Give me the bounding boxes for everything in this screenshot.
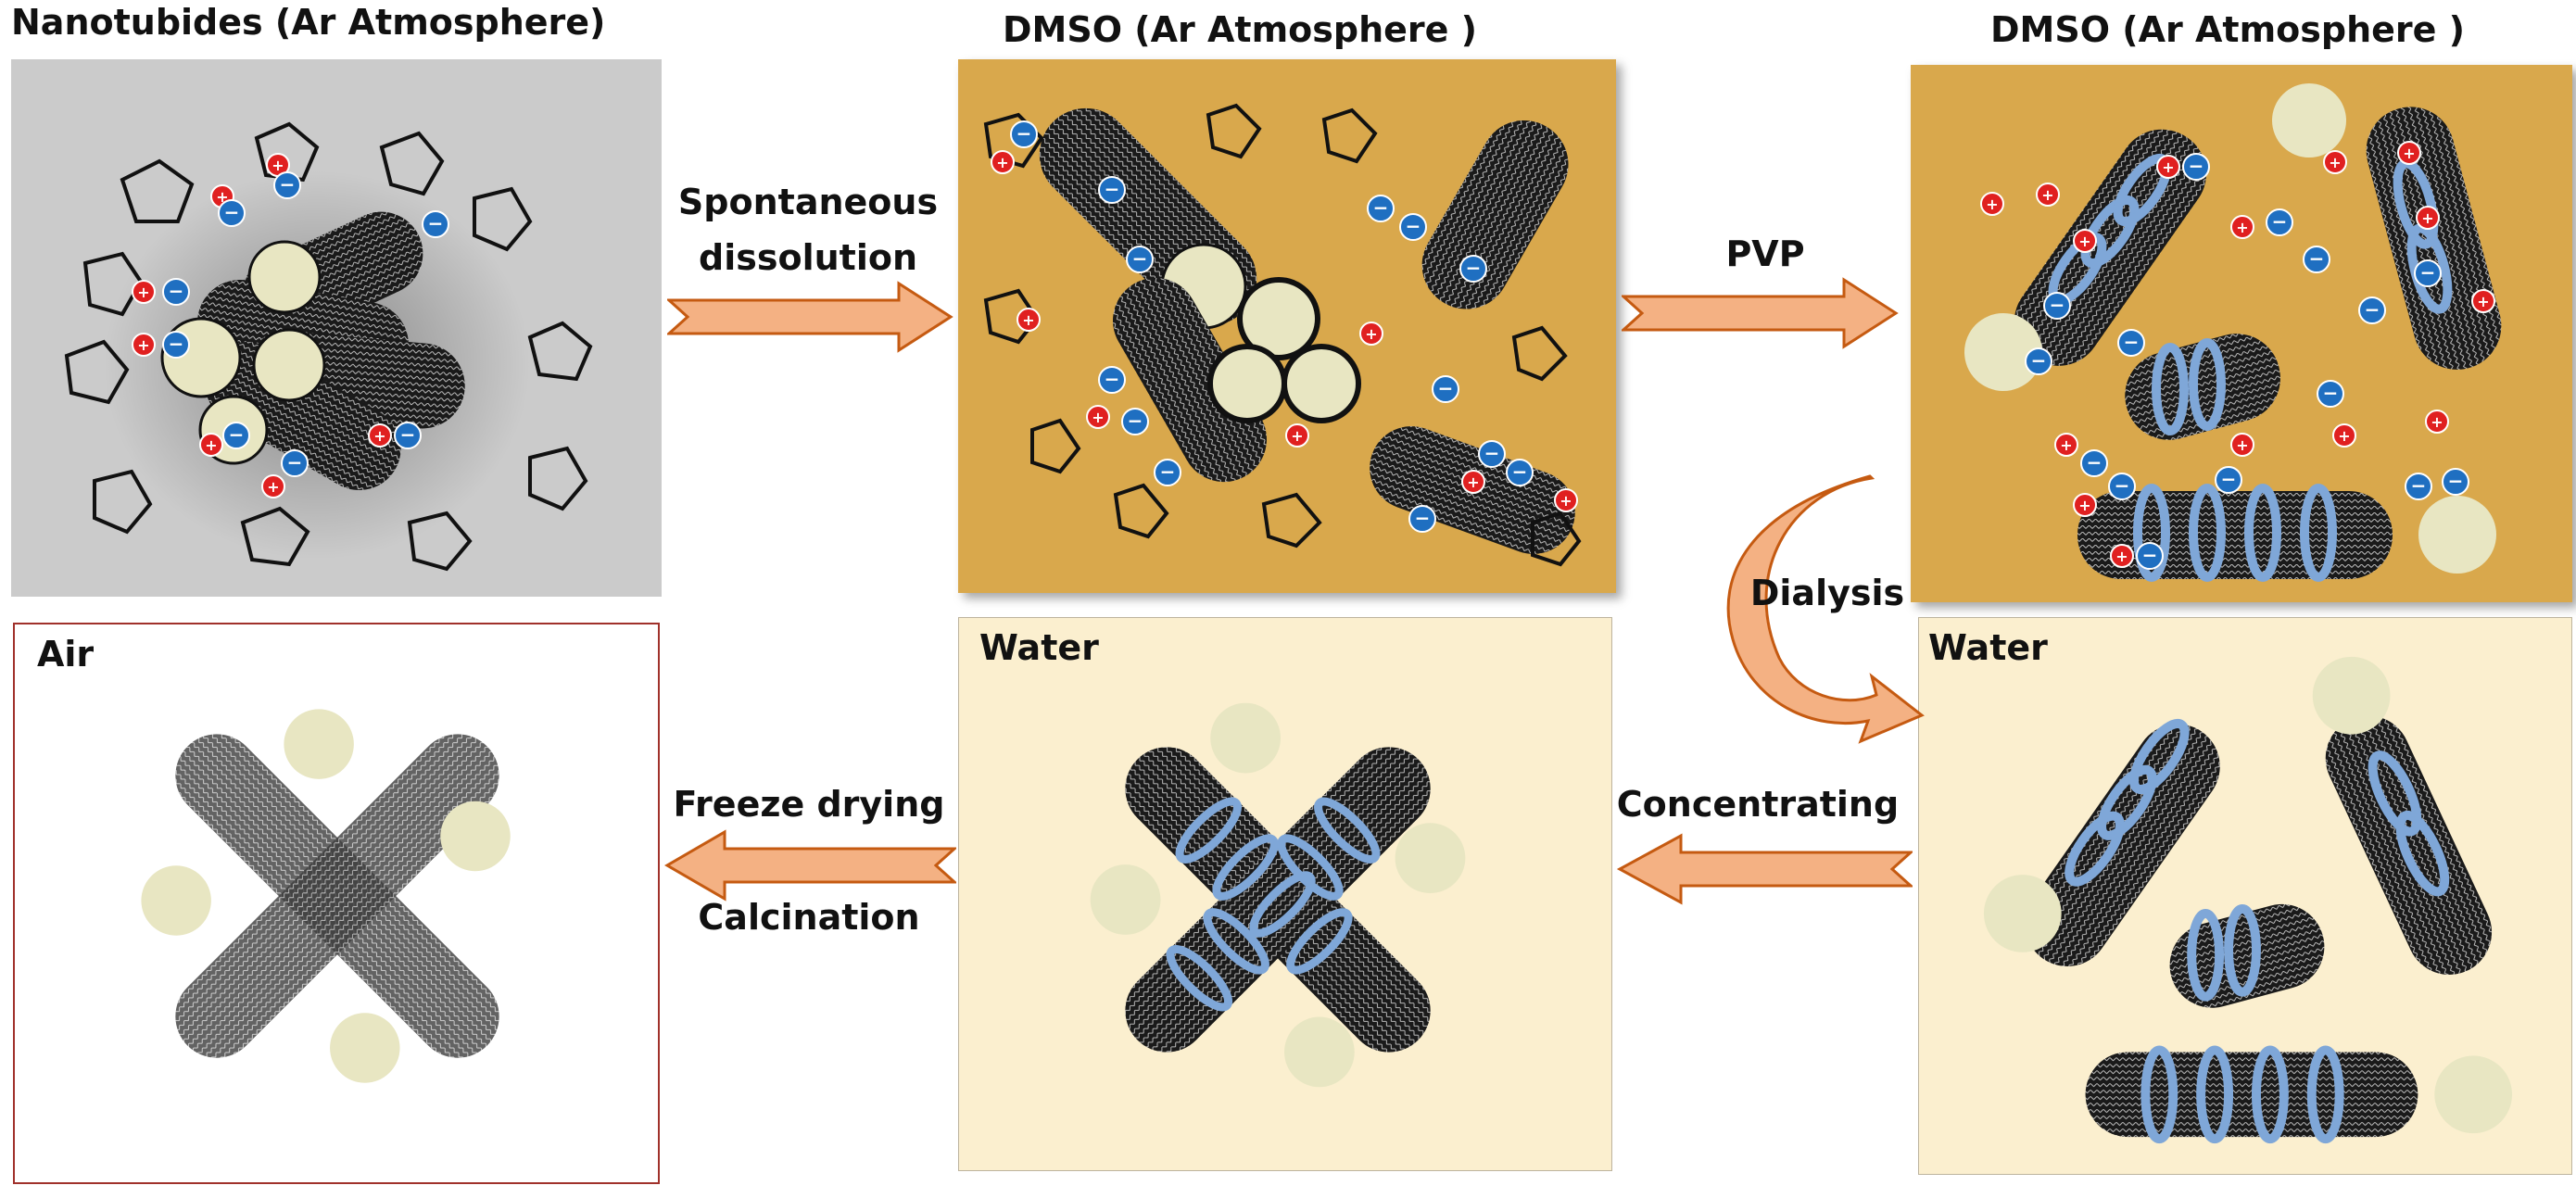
panel-nanotubides <box>11 59 662 597</box>
panel-label-water-right: Water <box>1928 627 2048 668</box>
panel-dmso-dissolved <box>958 59 1616 593</box>
pvp-wrapped-nanotubides-illustration <box>1964 83 2502 582</box>
arrow-pvp <box>1622 277 1899 349</box>
panel-title-nanotubides: Nanotubides (Ar Atmosphere) <box>11 2 606 43</box>
panel-label-air: Air <box>37 634 95 675</box>
dissolved-nanotubides-illustration <box>983 103 1582 567</box>
panel-water-dialysed: Water <box>1918 617 2572 1175</box>
panel-label-water-mid: Water <box>979 627 1099 668</box>
assembled-square-illustration <box>1090 702 1466 1088</box>
arrow-spontaneous-dissolution <box>667 281 953 353</box>
panel-water-assembled: Water <box>958 617 1612 1171</box>
arrow-concentrating <box>1616 833 1913 905</box>
panel-title-dmso-1: DMSO (Ar Atmosphere ) <box>1003 9 1478 50</box>
step-label-calcination: Calcination <box>698 897 920 938</box>
step-label-concentrating: Concentrating <box>1616 784 1900 825</box>
panel-dmso-pvp <box>1911 65 2572 602</box>
arrow-dialysis <box>1726 474 1925 744</box>
arrow-freeze-drying-calcination <box>664 829 956 902</box>
step-label-spontaneous: Spontaneous <box>677 182 939 222</box>
step-label-freeze-drying: Freeze drying <box>673 784 945 825</box>
calcined-network-illustration <box>141 709 511 1083</box>
step-label-dialysis: Dialysis <box>1749 573 1905 613</box>
nanotubide-bundle-illustration <box>64 121 593 572</box>
step-label-pvp: PVP <box>1725 233 1805 274</box>
panel-air: Air <box>13 623 660 1184</box>
panel-title-dmso-2: DMSO (Ar Atmosphere ) <box>1990 9 2466 50</box>
dispersed-wrapped-nanotubides-illustration <box>1983 656 2513 1144</box>
step-label-dissolution: dissolution <box>699 237 917 278</box>
